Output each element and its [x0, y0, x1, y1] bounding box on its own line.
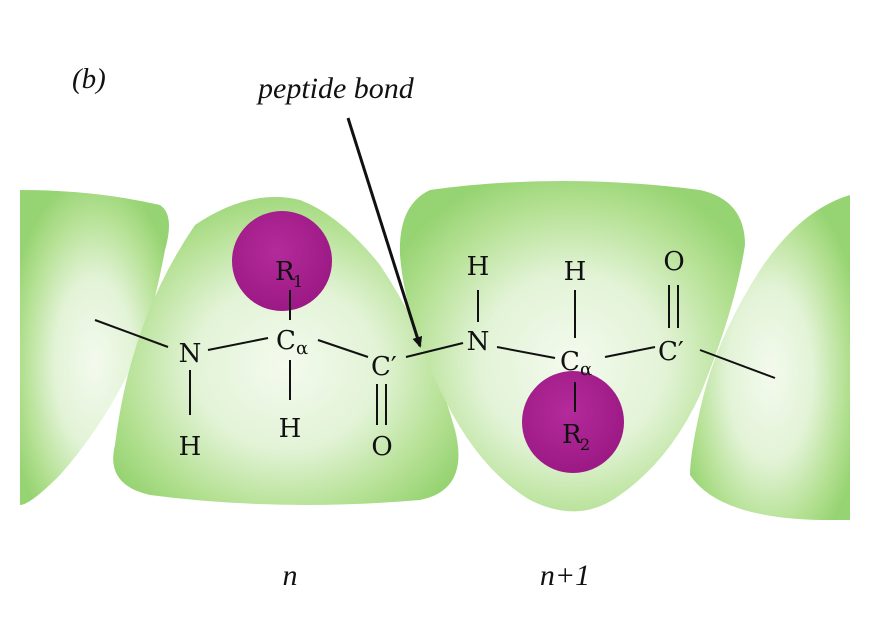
atom-h-calpha1: H: [279, 414, 302, 444]
plane-right-edge: [690, 195, 850, 520]
bond-calpha2-c: [604, 346, 656, 358]
atom-calpha2: C: [560, 347, 580, 377]
bond-backbone-in: [94, 319, 169, 348]
residue-label-n: n: [283, 559, 298, 592]
atom-n2: N: [467, 327, 490, 357]
atom-o1: O: [371, 432, 392, 462]
bond-calpha-c: [317, 339, 369, 358]
atom-h-n1: H: [179, 432, 202, 462]
atom-calpha1-subscript: α: [296, 338, 308, 359]
side-chain-r2: [522, 371, 624, 473]
atom-n1: N: [179, 339, 202, 369]
atom-o2: O: [663, 247, 684, 277]
plane-left-edge: [20, 190, 169, 505]
side-chain-r1: [232, 211, 332, 311]
atom-r2-subscript: 2: [580, 435, 590, 454]
bond-n-calpha: [207, 337, 269, 351]
atom-r2: R: [562, 420, 583, 450]
atom-h-n2: H: [467, 252, 490, 282]
atom-r1-subscript: 1: [293, 272, 303, 291]
peptide-bond: [405, 342, 464, 358]
atom-r1: R: [275, 257, 296, 287]
plane-residue-n: [113, 197, 459, 505]
plane-residue-n1: [399, 181, 745, 512]
atom-h-calpha2: H: [564, 257, 587, 287]
atom-calpha2-subscript: α: [580, 359, 592, 380]
bond-n2-calpha: [496, 346, 556, 359]
atom-c-prime2: C′: [658, 337, 684, 367]
annotation-label: peptide bond: [256, 72, 415, 105]
atom-c-prime1: C′: [371, 352, 397, 382]
atom-calpha1: C: [276, 326, 296, 356]
residue-label-n1: n+1: [540, 559, 590, 592]
peptide-bond-arrow: [346, 117, 423, 348]
panel-label: (b): [72, 63, 106, 95]
bond-backbone-out: [699, 349, 776, 379]
